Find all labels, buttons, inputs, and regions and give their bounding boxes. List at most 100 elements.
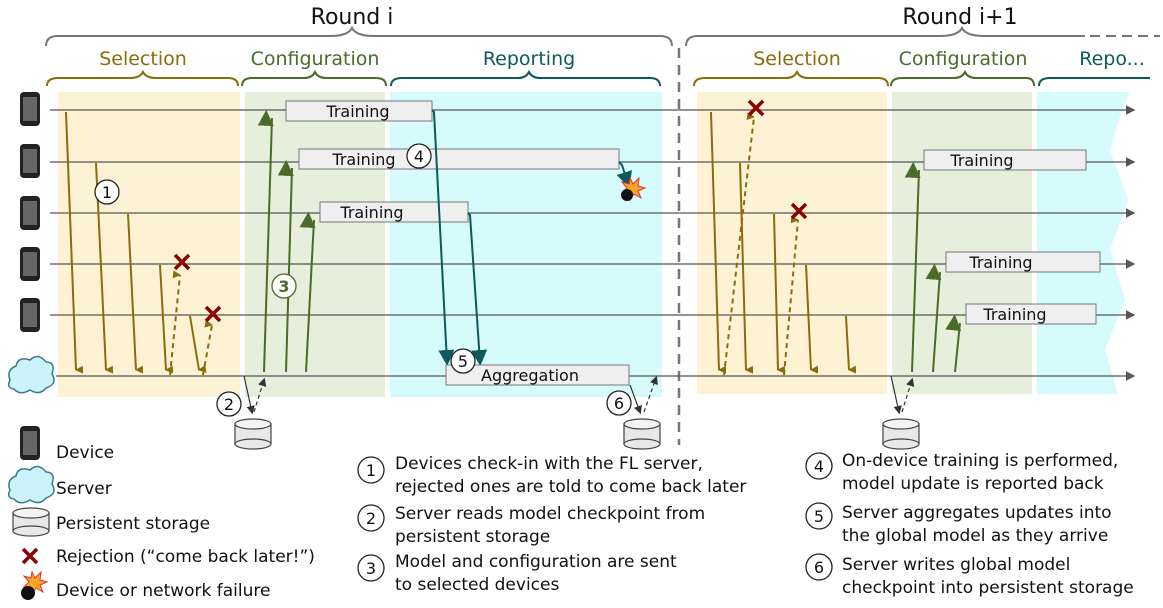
reporting-title-round-i: Reporting [483, 48, 575, 70]
legend-rejection-label: Rejection (“come back later!”) [56, 547, 315, 567]
note-4-line-1: On-device training is performed, [842, 451, 1118, 471]
aggregation-box [445, 364, 630, 386]
write-checkpoint-arrow [629, 384, 642, 415]
training-box-next-1 [923, 149, 1087, 171]
note-5-line-2: the global model as they arrive [842, 526, 1108, 546]
configuration-title-round-next: Configuration [899, 48, 1028, 70]
selection-brace-round-i [46, 69, 239, 87]
step-marker-5-label: 5 [458, 352, 468, 371]
step-marker-6: 6 [606, 390, 632, 416]
round-i-brace [45, 25, 673, 47]
reporting-bg-round-i [390, 92, 662, 397]
read-checkpoint-dashed-next [901, 377, 915, 413]
report-arrows-round-i [431, 109, 633, 366]
training-label-3: Training [339, 203, 403, 222]
note-3-number: 3 [366, 559, 376, 578]
step-marker-6-label: 6 [614, 394, 624, 413]
step-notes: 1 Devices check-in with the FL server, r… [357, 451, 1134, 598]
storage-icon [234, 418, 272, 450]
server-cloud-icon [7, 355, 55, 394]
legend-server-icon [7, 465, 55, 504]
device-5-icon [20, 298, 40, 332]
selection-bg-round-next [697, 92, 887, 394]
note-2-line-1: Server reads model checkpoint from [395, 504, 705, 524]
selection-brace-round-next [693, 69, 889, 87]
checkin-arrows-round-i [65, 111, 213, 376]
device-1-icon [20, 92, 40, 126]
legend-rejection-icon [21, 547, 39, 565]
note-6-line-2: checkpoint into persistent storage [842, 578, 1134, 598]
note-1-number: 1 [366, 461, 376, 480]
write-checkpoint-dashed [643, 375, 658, 413]
config-arrows-round-i [257, 109, 316, 373]
reporting-brace-round-next [1038, 77, 1150, 87]
round-next-title: Round i+1 [902, 5, 1017, 30]
note-5-line-1: Server aggregates updates into [842, 503, 1112, 523]
configuration-bg-round-next [892, 92, 1032, 394]
rejection-icon [173, 253, 222, 323]
round-next-brace [685, 25, 1085, 47]
selection-bg-round-i [58, 92, 240, 397]
legend-device-label: Device [56, 443, 114, 463]
note-2-line-2: persistent storage [395, 527, 550, 547]
reporting-title-round-next: Repo... [1079, 48, 1145, 70]
note-2-number: 2 [366, 509, 376, 528]
note-5-number: 5 [814, 507, 824, 526]
round-i-title: Round i [311, 5, 394, 30]
read-checkpoint-arrow [243, 375, 255, 415]
training-label-next-2: Training [968, 253, 1032, 272]
legend-server-label: Server [56, 479, 112, 499]
configuration-brace-round-i [241, 69, 387, 87]
device-icons [20, 92, 40, 332]
device-2-icon [20, 144, 40, 178]
device-4-icon [20, 247, 40, 281]
training-box-2 [298, 148, 620, 170]
legend-storage-label: Persistent storage [56, 514, 210, 534]
step-marker-4-label: 4 [414, 147, 424, 166]
step-marker-1: 1 [94, 179, 120, 205]
step-marker-2-label: 2 [224, 395, 234, 414]
step-marker-3: 3 [271, 273, 297, 299]
configuration-title-round-i: Configuration [251, 48, 380, 70]
reporting-brace-round-i [390, 69, 661, 87]
legend-failure-icon [21, 570, 49, 600]
selection-title-round-next: Selection [753, 48, 841, 70]
training-box-3 [319, 201, 469, 223]
note-4-number: 4 [814, 457, 824, 476]
note-1-line-2: rejected ones are told to come back late… [395, 477, 746, 497]
legend-device-icon [20, 426, 40, 460]
storage-icon [882, 418, 920, 450]
note-1-line-1: Devices check-in with the FL server, [395, 454, 703, 474]
configuration-brace-round-next [890, 69, 1035, 87]
read-checkpoint-arrow-next [890, 375, 902, 415]
note-6-line-1: Server writes global model [842, 555, 1070, 575]
failure-icon [620, 176, 647, 202]
step-marker-4: 4 [406, 143, 432, 169]
training-label-next-3: Training [982, 305, 1046, 324]
storage-icon [623, 418, 661, 450]
training-label-1: Training [325, 102, 389, 121]
legend-failure-label: Device or network failure [56, 581, 270, 601]
configuration-bg-round-i [245, 92, 385, 397]
read-checkpoint-dashed [253, 377, 267, 413]
training-box-next-3 [965, 303, 1097, 325]
training-label-next-1: Training [949, 151, 1013, 170]
step-marker-1-label: 1 [102, 183, 112, 202]
training-box-next-2 [945, 251, 1101, 273]
note-6-number: 6 [814, 558, 824, 577]
rejection-icon [747, 99, 808, 220]
device-3-icon [20, 196, 40, 230]
note-3-line-2: to selected devices [395, 575, 559, 595]
note-4-line-2: model update is reported back [842, 474, 1104, 494]
reporting-bg-round-next [1037, 92, 1130, 394]
config-arrows-round-next [904, 161, 962, 373]
training-label-2: Training [331, 150, 395, 169]
legend-storage-icon [12, 507, 50, 537]
checkin-arrows-round-next [710, 111, 857, 376]
step-marker-5: 5 [450, 348, 476, 374]
aggregation-label: Aggregation [481, 366, 579, 385]
note-3-line-1: Model and configuration are sent [395, 552, 677, 572]
legend: Device Server Persistent storage Rejecti… [7, 426, 315, 601]
selection-title-round-i: Selection [99, 48, 187, 70]
